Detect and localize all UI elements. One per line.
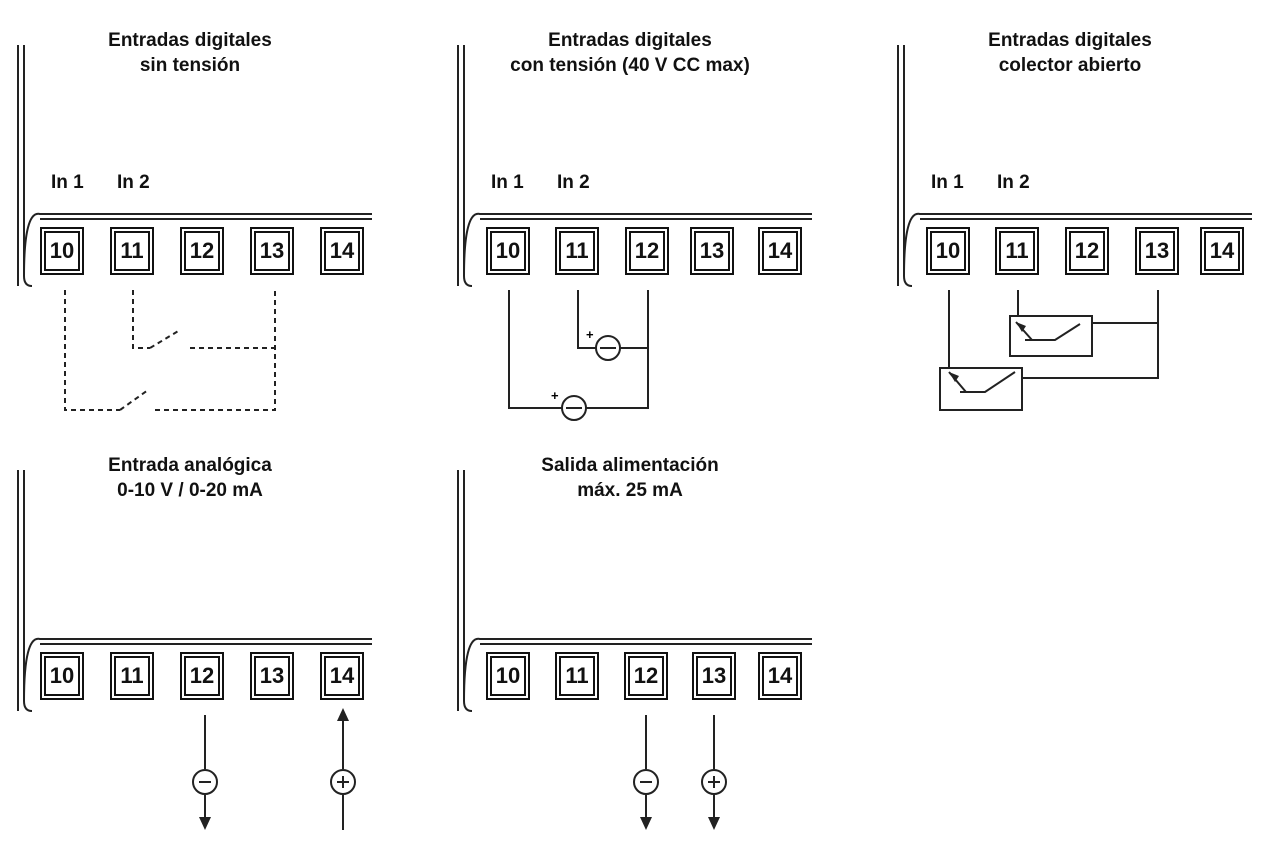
switch-contact-in1 [119,389,149,411]
terminal-10: 10 [486,227,530,275]
panel-frame [17,45,372,411]
terminal-14: 14 [758,227,802,275]
title-line: 0-10 V / 0-20 mA [117,480,263,501]
title-line: sin tensión [139,55,241,76]
terminal-13: 13 [250,652,294,700]
terminal-14: 14 [1200,227,1244,275]
panel-frame [457,470,812,830]
input-label-in1: In 1 [491,172,524,193]
panel-title: Entrada analógica 0-10 V / 0-20 mA [40,453,340,503]
dashed-wire-in1 [64,290,120,411]
panel-frame [17,470,372,830]
title-line: máx. 25 mA [577,480,683,501]
dashed-wire-in1-return [155,290,276,411]
panel-digital-dry-contact: Entradas digitales sin tensión In 1 In 2… [0,0,400,411]
plus-sign: + [586,327,594,342]
title-line: Salida alimentación [541,455,719,476]
terminal-10: 10 [486,652,530,700]
terminal-14: 14 [758,652,802,700]
terminal-11: 11 [110,652,154,700]
dashed-wire-in2 [132,290,150,349]
terminal-13: 13 [1135,227,1179,275]
terminal-13: 13 [690,227,734,275]
wire-in1 [948,290,1159,379]
terminal-13: 13 [250,227,294,275]
terminal-14: 14 [320,652,364,700]
terminal-10: 10 [40,227,84,275]
panel-title: Entradas digitales con tensión (40 V CC … [480,28,780,78]
panel-frame: + + [457,45,812,421]
arrow-down [640,817,652,830]
panel-power-output: Salida alimentación máx. 25 mA 10 11 12 … [440,425,840,830]
panel-title: Salida alimentación máx. 25 mA [480,453,780,503]
arrow-down [199,817,211,830]
terminal-12: 12 [180,652,224,700]
panel-digital-voltage: + + Entradas digitales con tensión (40 V… [440,0,840,421]
terminal-12: 12 [625,227,669,275]
input-label-in2: In 2 [997,172,1030,193]
panel-digital-open-collector: Entradas digitales colector abierto In 1… [880,0,1265,411]
transistor-box-in2 [1009,315,1093,357]
terminal-10: 10 [926,227,970,275]
panel-title: Entradas digitales sin tensión [40,28,340,78]
terminal-12: 12 [180,227,224,275]
panel-frame [897,45,1252,411]
panel-analog-input: Entrada analógica 0-10 V / 0-20 mA 10 11… [0,425,400,830]
input-label-in1: In 1 [931,172,964,193]
terminal-11: 11 [995,227,1039,275]
terminal-12: 12 [1065,227,1109,275]
terminal-13: 13 [692,652,736,700]
switch-contact-in2 [149,329,181,349]
arrow-up [337,708,349,721]
title-line: Entradas digitales [548,30,712,51]
terminal-11: 11 [555,652,599,700]
arrow-down [708,817,720,830]
title-line: Entradas digitales [108,30,272,51]
input-label-in2: In 2 [557,172,590,193]
title-line: Entradas digitales [988,30,1152,51]
wire-in1 [508,290,649,409]
terminal-12: 12 [624,652,668,700]
terminal-14: 14 [320,227,364,275]
terminal-11: 11 [110,227,154,275]
terminal-11: 11 [555,227,599,275]
wire-in2 [577,290,648,349]
panel-title: Entradas digitales colector abierto [920,28,1220,78]
title-line: con tensión (40 V CC max) [510,55,750,76]
title-line: Entrada analógica [108,455,272,476]
title-line: colector abierto [998,55,1142,76]
input-label-in2: In 2 [117,172,150,193]
plus-sign: + [551,388,559,403]
terminal-10: 10 [40,652,84,700]
input-label-in1: In 1 [51,172,84,193]
